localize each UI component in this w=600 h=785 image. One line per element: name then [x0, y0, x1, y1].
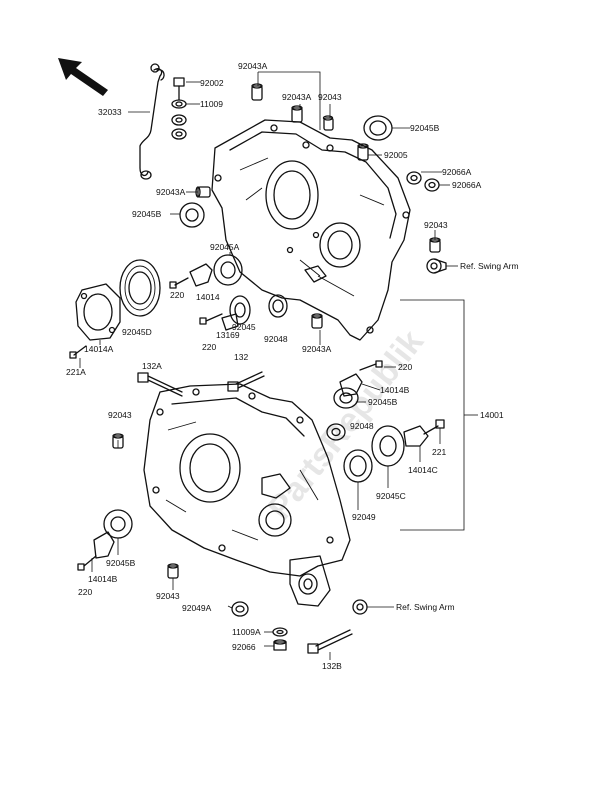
- label-92045A: 92045A: [210, 242, 240, 252]
- bearing-92045B-left: [179, 202, 205, 228]
- label-11009: 11009: [200, 99, 223, 109]
- bearing-92045C: [371, 425, 405, 467]
- upper-crankcase: [211, 119, 411, 341]
- dowel-92043A-top: [251, 83, 263, 101]
- label-92049A: 92049A: [182, 603, 212, 613]
- bearing-92045: [229, 295, 251, 325]
- label-92066A-2: 92066A: [452, 180, 482, 190]
- label-92045C: 92045C: [376, 491, 406, 501]
- bolt-132B: [307, 629, 353, 654]
- label-14014C: 14014C: [408, 465, 438, 475]
- seal-92048-top: [268, 294, 288, 318]
- label-220-a: 220: [170, 290, 184, 300]
- label-92043A-top: 92043A: [238, 61, 268, 71]
- label-14014A: 14014A: [84, 344, 114, 354]
- label-92043-bottom: 92043: [156, 591, 180, 601]
- seal-92049A: [231, 601, 249, 617]
- label-14014B: 14014B: [380, 385, 410, 395]
- bearing-92045B-top: [363, 115, 393, 141]
- bearing-cover-plate-14014A: [75, 283, 121, 341]
- label-221A: 221A: [66, 367, 86, 377]
- bearing-92045D: [119, 259, 161, 317]
- screw-220-c: [359, 360, 383, 371]
- breather-hose: [139, 63, 165, 180]
- label-92045B-bottom: 92045B: [106, 558, 136, 568]
- label-92045B-left: 92045B: [132, 209, 162, 219]
- label-92045: 92045: [232, 322, 256, 332]
- label-92049: 92049: [352, 512, 376, 522]
- bolt-132A: [137, 372, 183, 397]
- dowel-92043-right: [429, 237, 441, 253]
- label-11009A: 11009A: [232, 627, 261, 637]
- label-220-c: 220: [398, 362, 412, 372]
- label-92002: 92002: [200, 78, 224, 88]
- dowel-92043A-mid: [291, 105, 303, 123]
- part-labels: 32033 92002 11009 92043A 92043A 92043 92…: [66, 61, 519, 671]
- label-220-b: 220: [202, 342, 216, 352]
- label-ref-swing-arm-2: Ref. Swing Arm: [396, 602, 455, 612]
- plate-13169: [221, 313, 239, 331]
- washer-11009A: [272, 627, 288, 637]
- dowel-92043-lower-bottom: [167, 563, 179, 579]
- bolt-92002: [171, 77, 187, 140]
- plate-14014: [189, 263, 213, 287]
- label-221: 221: [432, 447, 446, 457]
- label-92066: 92066: [232, 642, 256, 652]
- label-32033: 32033: [98, 107, 122, 117]
- screw-221A: [69, 345, 87, 359]
- label-92005: 92005: [384, 150, 408, 160]
- label-132: 132: [234, 352, 248, 362]
- seal-92066A-1: [406, 171, 422, 185]
- screw-221: [423, 419, 445, 435]
- plate-14014C: [403, 425, 429, 447]
- seal-92048-lower: [326, 423, 346, 441]
- dowel-92043A-left: [195, 186, 211, 198]
- bearing-92045B-mid: [333, 387, 359, 409]
- label-132A: 132A: [142, 361, 162, 371]
- label-92043A-c: 92043A: [302, 344, 332, 354]
- bearing-92045B-bottom: [103, 509, 133, 539]
- leader-lines: [79, 71, 478, 660]
- label-92066A-1: 92066A: [442, 167, 472, 177]
- label-92045D: 92045D: [122, 327, 152, 337]
- bushing-swing-arm-top: [426, 258, 447, 274]
- bolt-132: [227, 371, 265, 392]
- bolt-92066: [273, 639, 287, 651]
- label-92045B-top: 92045B: [410, 123, 440, 133]
- label-132B: 132B: [322, 661, 342, 671]
- screw-220-d: [77, 555, 97, 571]
- label-92043A-left: 92043A: [156, 187, 186, 197]
- label-220-d: 220: [78, 587, 92, 597]
- dowel-92043A-bottom: [311, 313, 323, 329]
- plate-14014B-bottom: [93, 531, 115, 559]
- seal-92049: [343, 449, 373, 483]
- dowel-92005: [357, 143, 369, 161]
- bearing-92045A: [213, 254, 243, 286]
- label-92048-a: 92048: [264, 334, 288, 344]
- label-14014: 14014: [196, 292, 220, 302]
- bushing-swing-arm-bottom: [352, 599, 368, 615]
- screw-220-a: [169, 277, 189, 289]
- label-92045B-mid: 92045B: [368, 397, 398, 407]
- label-14001: 14001: [480, 410, 504, 420]
- lower-crankcase: [143, 383, 351, 607]
- label-92048-b: 92048: [350, 421, 374, 431]
- label-92043-top: 92043: [318, 92, 342, 102]
- dowel-92043-top: [322, 115, 334, 131]
- label-92043-right: 92043: [424, 220, 448, 230]
- label-14014B-bottom: 14014B: [88, 574, 118, 584]
- label-ref-swing-arm-1: Ref. Swing Arm: [460, 261, 519, 271]
- front-direction-arrow-icon: [58, 58, 108, 96]
- label-13169: 13169: [216, 330, 240, 340]
- screw-220-b: [199, 313, 223, 325]
- seal-92066A-2: [424, 178, 440, 192]
- label-92043A-b: 92043A: [282, 92, 312, 102]
- label-92043-lower-left: 92043: [108, 410, 132, 420]
